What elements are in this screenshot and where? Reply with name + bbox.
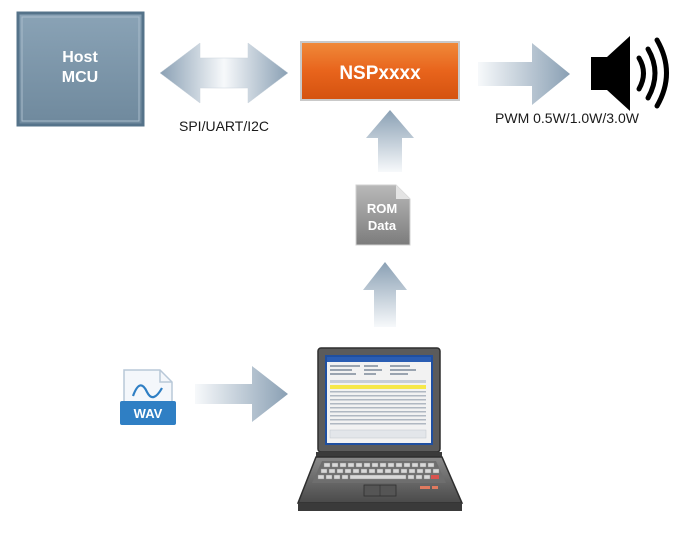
bidirectional-arrow <box>159 42 289 104</box>
laptop-to-rom-arrow <box>363 262 407 327</box>
nsp-chip-box: NSPxxxx <box>300 41 460 101</box>
wav-label: WAV <box>134 406 163 421</box>
chip-label: NSPxxxx <box>339 63 421 84</box>
wav-to-laptop-arrow <box>195 366 288 422</box>
rom-label-line1: ROM <box>367 201 397 216</box>
chip-speaker-link-label: PWM 0.5W/1.0W/3.0W <box>495 110 640 126</box>
rom-label-line2: Data <box>368 218 397 233</box>
host-label-line1: Host <box>62 49 98 66</box>
audio-file-icon: WAV <box>120 369 176 425</box>
laptop-icon <box>296 347 464 511</box>
output-arrow <box>478 43 570 105</box>
rom-to-chip-arrow <box>366 110 414 172</box>
host-chip-link-label: SPI/UART/I2C <box>179 118 269 134</box>
host-mcu-box: Host MCU <box>16 11 145 127</box>
speaker-icon <box>591 36 669 111</box>
host-label-line2: MCU <box>62 69 98 86</box>
document-icon: ROM Data <box>355 184 411 246</box>
